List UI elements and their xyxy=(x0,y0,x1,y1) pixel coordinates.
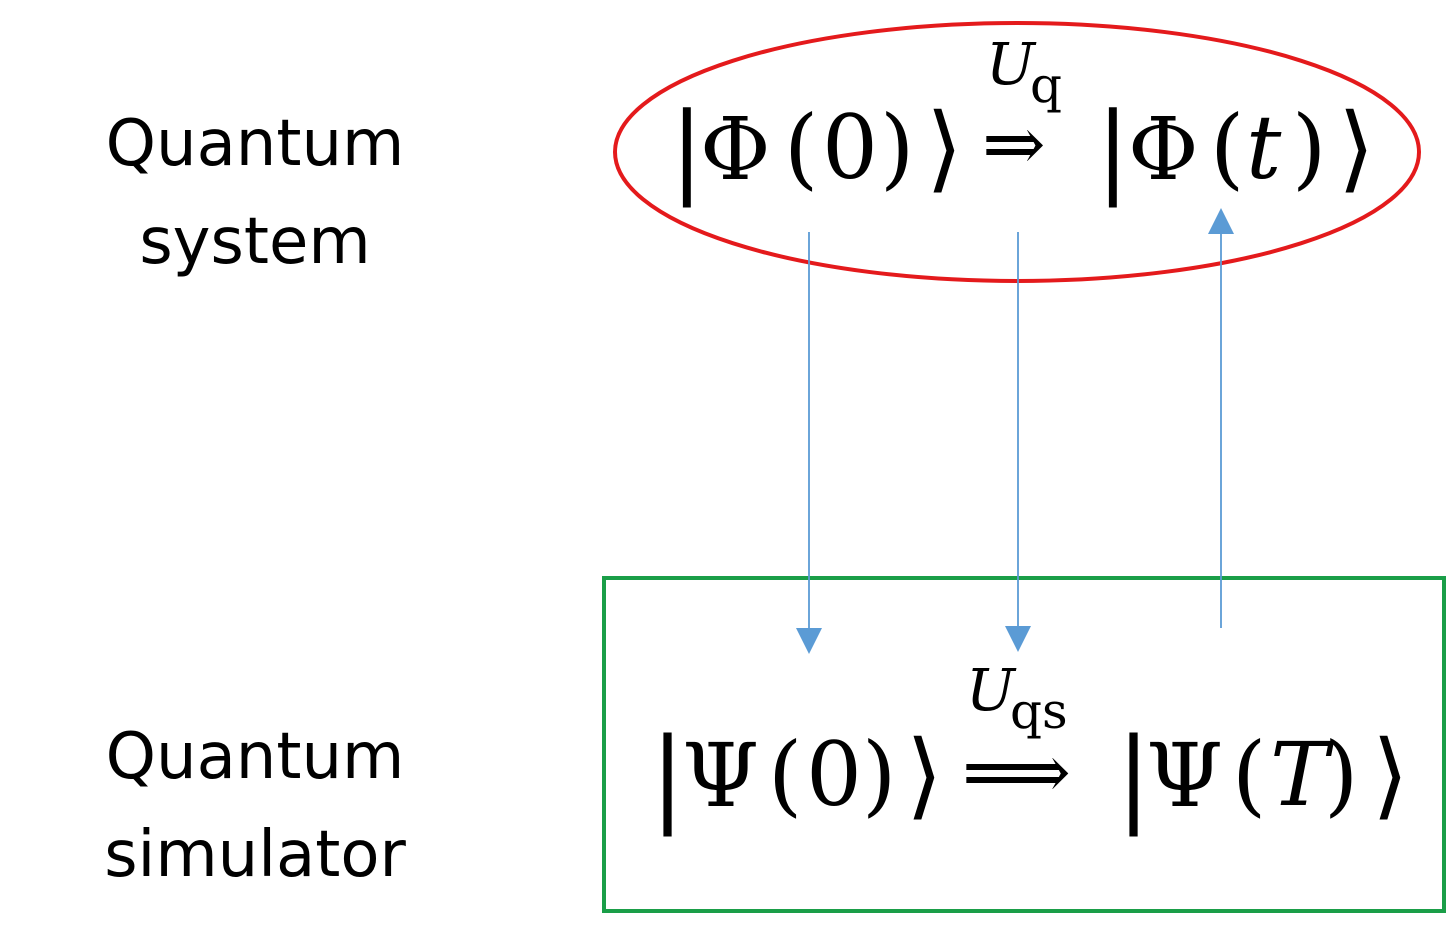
simulator-final-psi: Ψ xyxy=(1146,724,1223,827)
simulator-initial-bar: | xyxy=(650,715,685,837)
quantum-system-label-line-2: system xyxy=(139,205,371,279)
system-initial-arg: 0 xyxy=(822,96,878,199)
simulator-evolution-arrow: ⟹ xyxy=(962,727,1071,816)
simulator-final-ket-close: ⟩ xyxy=(1372,721,1409,830)
system-final-ket-close: ⟩ xyxy=(1338,94,1375,203)
system-operator-subscript: q xyxy=(1030,56,1062,114)
system-initial-open-paren: ( xyxy=(784,96,818,199)
quantum-system-label: Quantum system xyxy=(60,95,450,291)
quantum-simulator-box xyxy=(602,576,1446,913)
simulator-initial-arg: 0 xyxy=(806,723,862,826)
evolution-arrowhead xyxy=(1005,626,1031,652)
system-final-close-paren: ) xyxy=(1292,96,1326,199)
simulator-final-close-paren: ) xyxy=(1324,723,1358,826)
simulator-initial-ket-close: ⟩ xyxy=(906,721,943,830)
quantum-system-label-line-1: Quantum xyxy=(105,107,405,181)
system-final-bar: | xyxy=(1096,91,1130,208)
system-equation: | Φ ( 0 ) ⟩ U q ⇒ | Φ ( t ) ⟩ xyxy=(670,30,1375,208)
system-initial-bar: | xyxy=(670,91,704,208)
simulator-initial-open-paren: ( xyxy=(768,723,802,826)
quantum-simulator-label-line-1: Quantum xyxy=(105,720,405,794)
simulator-initial-close-paren: ) xyxy=(862,723,896,826)
system-initial-phi: Φ xyxy=(700,100,771,200)
simulator-equation: | Ψ ( 0 ) ⟩ U qs ⟹ | Ψ ( T ) ⟩ xyxy=(650,656,1409,837)
simulator-initial-psi: Ψ xyxy=(682,724,759,827)
system-final-arg: t xyxy=(1246,96,1282,199)
simulator-final-open-paren: ( xyxy=(1232,723,1266,826)
system-initial-close-paren: ) xyxy=(880,96,914,199)
simulator-operator-letter: U xyxy=(966,656,1017,724)
system-final-open-paren: ( xyxy=(1210,96,1244,199)
system-evolution-arrow: ⇒ xyxy=(982,99,1046,188)
simulator-final-bar: | xyxy=(1116,715,1151,837)
system-initial-ket-close: ⟩ xyxy=(926,94,963,203)
final-state-arrowhead xyxy=(1208,208,1234,234)
simulator-final-arg: T xyxy=(1270,723,1335,826)
initial-state-arrowhead xyxy=(796,628,822,654)
quantum-simulator-label-line-2: simulator xyxy=(104,818,406,892)
system-operator-letter: U xyxy=(986,30,1037,98)
quantum-system-ellipse xyxy=(613,21,1421,283)
system-final-phi: Φ xyxy=(1128,100,1199,200)
simulator-operator-subscript: qs xyxy=(1010,682,1068,740)
quantum-simulator-label: Quantum simulator xyxy=(60,708,450,904)
